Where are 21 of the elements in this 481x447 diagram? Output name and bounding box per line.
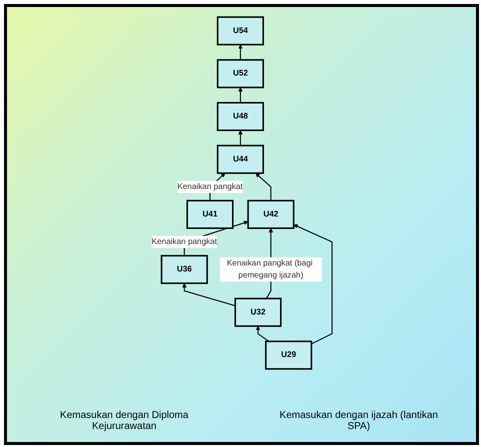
note-text: Kemasukan dengan Diploma Kejururawatan <box>59 410 190 432</box>
note-text: Kemasukan dengan ijazah (lantikan SPA) <box>278 410 439 432</box>
node-box: U42 <box>246 200 294 229</box>
node-box: U54 <box>216 16 264 46</box>
arrow <box>255 172 271 201</box>
arrow <box>238 130 242 146</box>
node-box: U52 <box>216 59 264 88</box>
arrow <box>255 326 269 342</box>
edge-label: Kenaikan pangkat <box>151 237 217 246</box>
node-box: U48 <box>216 102 264 132</box>
node-box: U41 <box>186 200 234 229</box>
arrow <box>238 44 242 60</box>
node-box: U44 <box>216 144 264 174</box>
arrow <box>182 283 236 306</box>
arrow <box>238 87 242 103</box>
node-box: U29 <box>264 340 312 370</box>
edge-label: Kenaikan pangkat (bagi pemegang ijazah) <box>226 258 312 280</box>
node-box: U32 <box>234 298 282 327</box>
arrow <box>293 224 332 344</box>
edge-label: Kenaikan pangkat <box>176 182 242 191</box>
node-box: U36 <box>160 254 208 284</box>
